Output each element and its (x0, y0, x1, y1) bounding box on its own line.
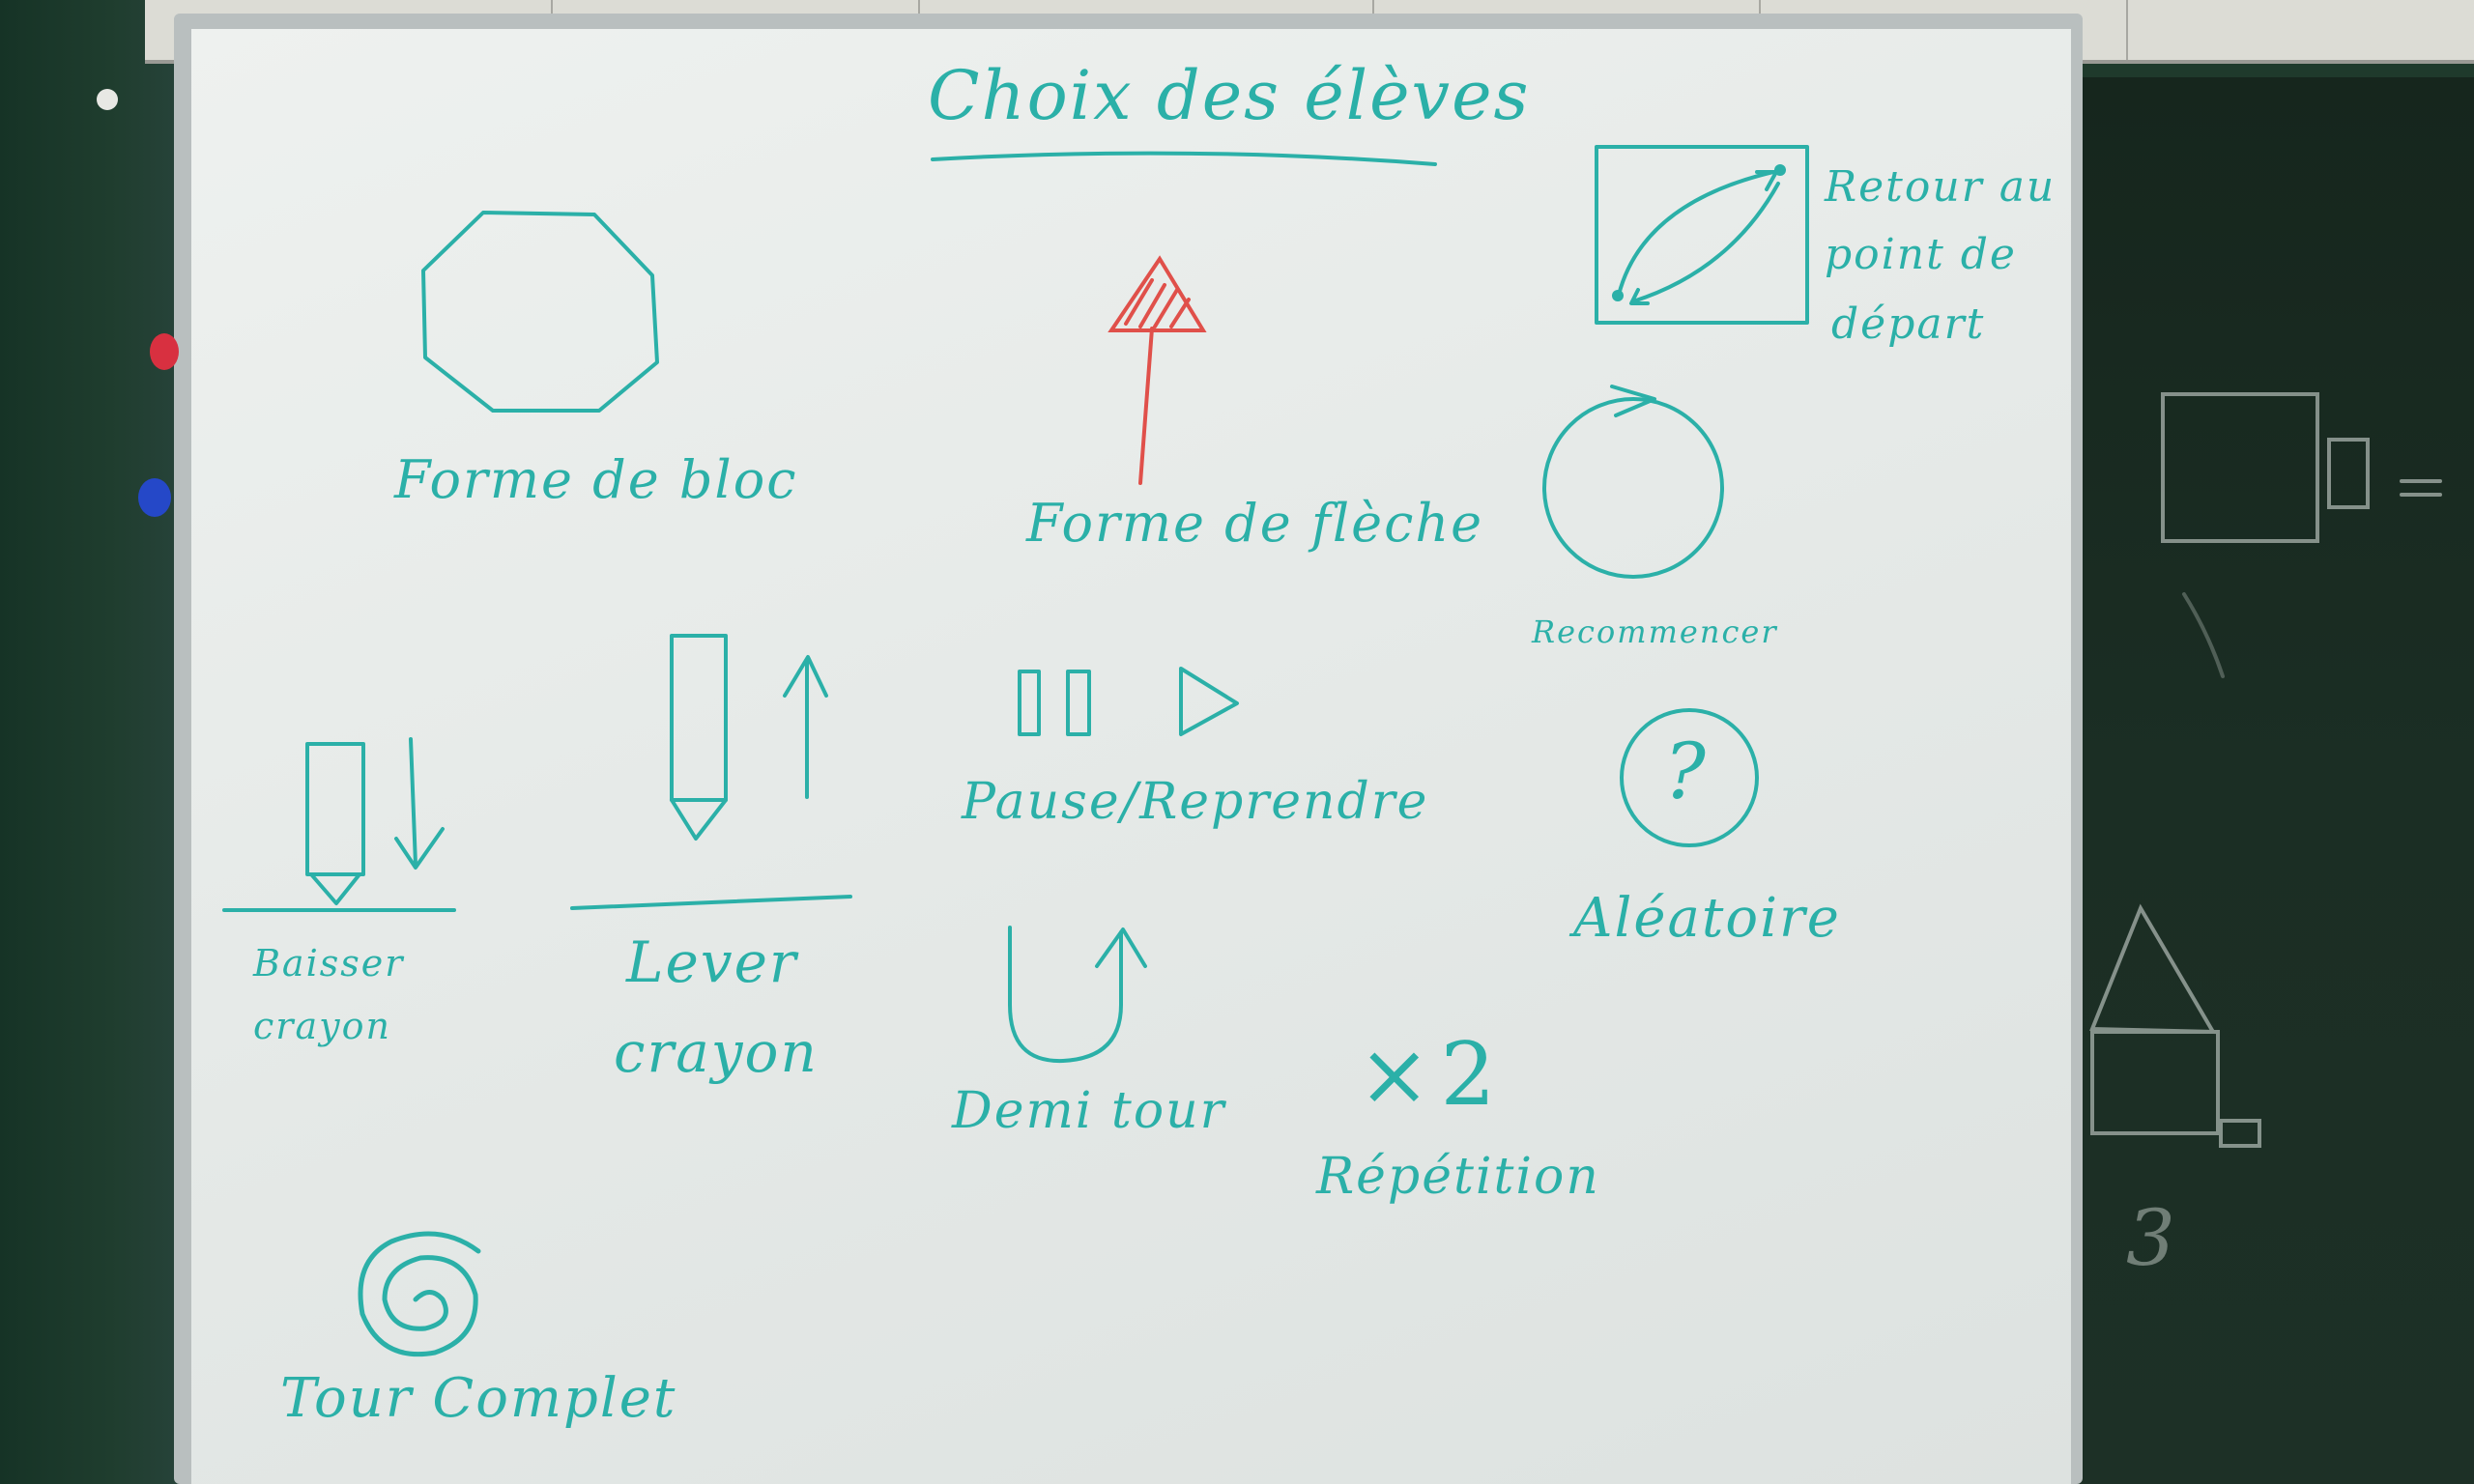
lower-pencil-line1: Baisser (253, 942, 405, 985)
arrow-hatch (1138, 283, 1166, 328)
lower-pencil-line2: crayon (253, 1005, 391, 1047)
arrow-head-icon (1108, 255, 1207, 332)
random-label: Aléatoire (1573, 887, 1841, 950)
chalk-small-box (2219, 1119, 2261, 1148)
pencil-icon (305, 742, 365, 876)
return-arrowhead-bottom (1629, 288, 1650, 305)
return-label-line2: point de (1825, 230, 2017, 279)
arrow-hatch (1169, 298, 1191, 328)
pencil-tip-icon (670, 798, 728, 841)
restart-circle-icon (1542, 397, 1724, 579)
arrow-shaft-icon (1138, 327, 1154, 485)
blue-magnet (138, 478, 171, 517)
pause-bar-icon (1018, 670, 1041, 736)
chalk-number: 3 (2126, 1193, 2177, 1283)
restart-label: Recommencer (1532, 614, 1778, 650)
whiteboard (191, 29, 2071, 1484)
repeat-symbol: ×2 (1358, 1024, 1506, 1126)
half-turn-label: Demi tour (952, 1082, 1226, 1140)
block-shape-label: Forme de bloc (394, 449, 798, 510)
return-dot (1774, 164, 1786, 176)
pencil-icon (670, 634, 728, 802)
return-curve-bottom (1631, 182, 1780, 303)
pause-bar-icon (1066, 670, 1091, 736)
white-magnet (97, 89, 118, 110)
chalk-square (2161, 392, 2319, 543)
u-turn-icon (1008, 926, 1123, 1064)
baseline (570, 895, 852, 910)
down-arrowhead-icon (394, 827, 445, 870)
down-arrow-icon (409, 737, 417, 867)
strip-divider (2126, 0, 2128, 60)
title-underline (931, 151, 1437, 166)
chalk-roof (2089, 903, 2217, 1035)
up-arrowhead-icon (783, 655, 828, 698)
return-curve-top (1617, 170, 1775, 297)
question-mark-icon: ? (1664, 727, 1706, 816)
play-icon (1179, 667, 1239, 736)
chalk-house (2090, 1030, 2220, 1135)
spiral-icon (358, 1231, 481, 1357)
chalk-mark (2182, 592, 2225, 678)
return-start-box (1595, 145, 1809, 325)
octagon-icon (421, 211, 659, 413)
left-chalkboard (0, 0, 184, 1484)
pencil-tip-icon (309, 872, 361, 905)
raise-pencil-line1: Lever (626, 929, 798, 995)
chalk-small-rect (2327, 438, 2370, 509)
raise-pencil-line2: crayon (614, 1019, 819, 1085)
full-turn-label: Tour Complet (280, 1367, 677, 1430)
red-magnet (150, 333, 179, 370)
random-circle-icon (1620, 708, 1759, 847)
return-label-line3: départ (1831, 300, 1986, 349)
repeat-label: Répétition (1316, 1148, 1600, 1206)
arrow-shape-label: Forme de flèche (1026, 493, 1484, 554)
arrow-hatch (1124, 278, 1154, 326)
pause-resume-label: Pause/Reprendre (962, 773, 1429, 831)
restart-arrowhead-icon (1610, 385, 1656, 417)
right-chalkboard (2049, 77, 2474, 1484)
board-title: Choix des élèves (928, 56, 1531, 135)
return-label-line1: Retour au (1825, 162, 2057, 212)
u-turn-arrowhead-icon (1095, 928, 1147, 968)
arrow-hatch (1153, 288, 1179, 328)
return-dot (1612, 290, 1624, 301)
